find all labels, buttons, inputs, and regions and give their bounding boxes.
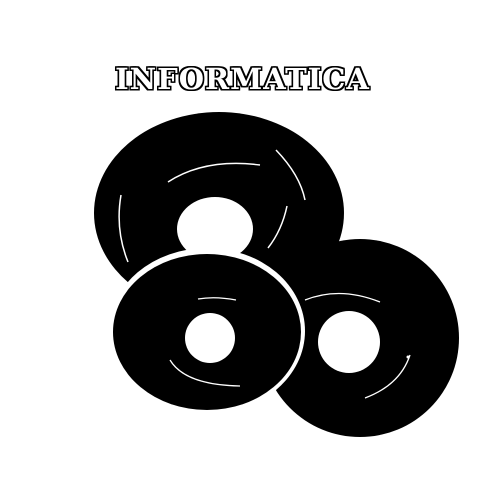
disc-front xyxy=(109,248,305,414)
disc-right xyxy=(261,239,459,437)
page-title: INFORMATICA xyxy=(115,61,370,96)
